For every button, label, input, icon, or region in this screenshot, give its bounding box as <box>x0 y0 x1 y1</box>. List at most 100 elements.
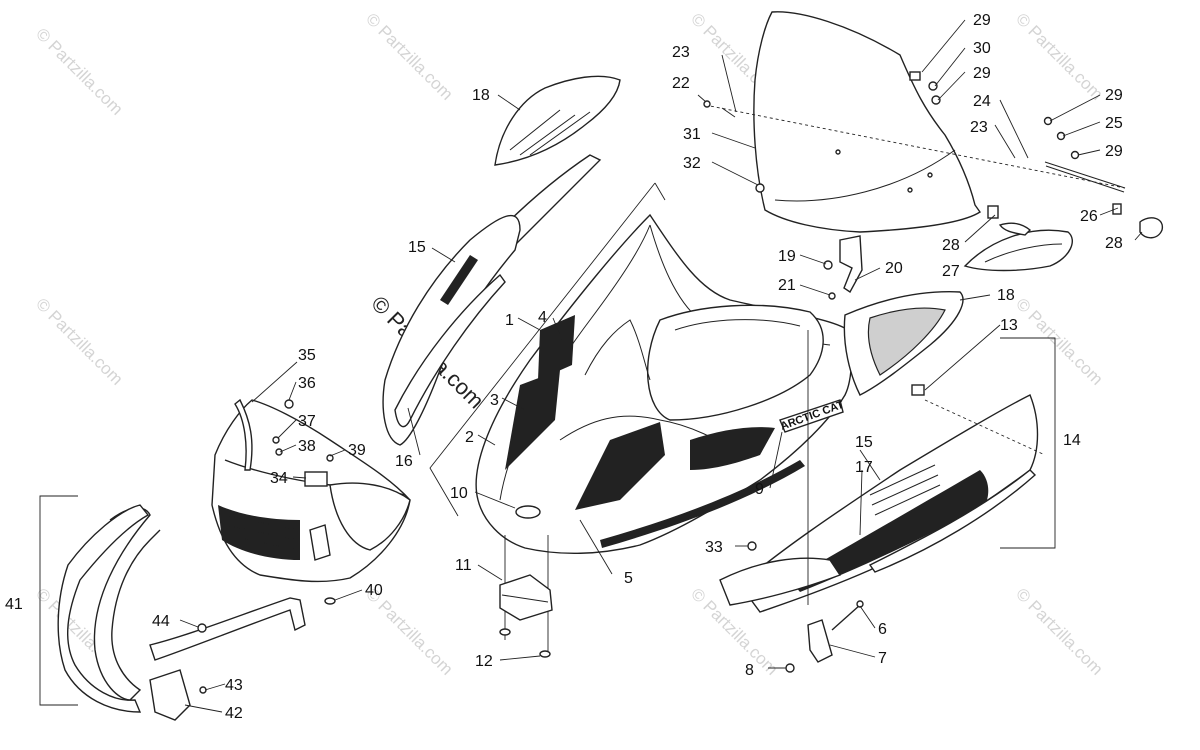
side-panel-slats <box>869 464 941 516</box>
side-vent-slats <box>509 109 591 156</box>
callout-36: 36 <box>298 375 316 392</box>
leader-line <box>1062 121 1101 137</box>
leader-line <box>999 99 1029 159</box>
windshield-rod <box>704 104 1126 189</box>
bumper-mount <box>149 597 306 661</box>
callout-29d: 29 <box>1105 143 1123 160</box>
hood-vent <box>505 370 560 470</box>
group-bracket-14 <box>1000 337 1056 549</box>
fastener <box>931 95 941 105</box>
hood-decal-plate <box>779 399 844 433</box>
leader-line <box>799 284 831 296</box>
leader-line <box>552 317 563 341</box>
hood-bracket-line <box>429 182 656 517</box>
callout-16: 16 <box>395 453 413 470</box>
leader-lines <box>179 19 1143 713</box>
fastener <box>909 71 921 81</box>
bumper <box>93 507 161 701</box>
callout-18b: 18 <box>997 287 1015 304</box>
nose-side <box>329 482 411 551</box>
callout-29a: 29 <box>973 12 991 29</box>
leader-line <box>501 397 526 411</box>
fastener <box>284 399 294 409</box>
fastener <box>1043 116 1053 126</box>
hood-inner-panel <box>584 319 651 381</box>
knob <box>1139 217 1164 239</box>
windshield <box>753 11 981 233</box>
leader-line <box>477 564 503 581</box>
fastener <box>197 623 207 633</box>
callout-33: 33 <box>705 539 723 556</box>
callout-13: 13 <box>1000 317 1018 334</box>
leader-line <box>579 519 613 575</box>
hinge-nut <box>539 650 551 658</box>
callout-20: 20 <box>885 260 903 277</box>
hood-window <box>646 304 824 421</box>
callout-1: 1 <box>505 312 514 329</box>
side-trim-lower <box>394 273 506 428</box>
callout-12: 12 <box>475 653 493 670</box>
callout-19: 19 <box>778 248 796 265</box>
callout-14: 14 <box>1063 432 1081 449</box>
nose-strip <box>234 398 253 471</box>
leader-line <box>279 444 297 453</box>
leader-line <box>334 589 363 601</box>
panel-guide <box>924 399 1046 456</box>
callout-23b: 23 <box>970 119 988 136</box>
windshield-hole <box>835 149 841 155</box>
leader-line <box>179 619 199 628</box>
leader-line <box>964 214 996 243</box>
leader-line <box>1099 207 1119 216</box>
nut <box>785 663 795 673</box>
hood-vent <box>538 315 575 380</box>
hood-bracket-line <box>654 182 666 201</box>
callout-35: 35 <box>298 347 316 364</box>
leader-line <box>497 94 521 111</box>
side-trim-grille <box>440 255 478 305</box>
leader-line <box>329 449 346 457</box>
bumper-bar <box>57 504 150 713</box>
lower-hardware <box>747 541 864 673</box>
fastener <box>755 183 765 193</box>
nut <box>823 260 833 270</box>
callout-labels: 1 2 3 4 5 6 7 8 9 10 11 12 13 14 15 15 1… <box>5 12 1123 722</box>
callout-15a: 15 <box>408 239 426 256</box>
callout-24: 24 <box>973 93 991 110</box>
leader-line <box>859 469 863 536</box>
windshield-inner-line <box>774 149 956 202</box>
hood-stripe <box>600 460 805 548</box>
leader-line <box>431 247 456 263</box>
bolt-head <box>856 600 864 608</box>
hood-vent <box>575 422 665 510</box>
callout-39: 39 <box>348 442 366 459</box>
leader-line <box>1134 231 1143 241</box>
leader-line <box>204 683 226 691</box>
fastener <box>747 541 757 551</box>
hinge-assembly <box>499 535 553 658</box>
bracket-small <box>807 619 833 663</box>
hinge-plate <box>499 574 553 621</box>
watermark-text: © Partzilla.com <box>1012 294 1106 388</box>
callout-7: 7 <box>878 650 887 667</box>
watermark-text: © Partzilla.com <box>1012 9 1106 103</box>
callout-44: 44 <box>152 613 170 630</box>
leader-line <box>499 655 541 661</box>
leader-line <box>711 161 759 186</box>
side-panel-right-mesh <box>790 470 989 592</box>
left-side-panels <box>382 75 621 446</box>
callout-15b: 15 <box>855 434 873 451</box>
leader-line <box>711 132 756 149</box>
bolt <box>831 604 861 631</box>
hood-vent <box>690 427 775 470</box>
clip <box>911 384 925 396</box>
callout-43: 43 <box>225 677 243 694</box>
leader-line <box>292 476 307 479</box>
deflector-left-edge <box>984 243 1063 263</box>
leader-line <box>288 381 297 401</box>
callout-28a: 28 <box>942 237 960 254</box>
leader-line <box>959 294 991 301</box>
callout-3: 3 <box>490 392 499 409</box>
nose-assembly <box>211 398 411 605</box>
side-vent-top <box>494 75 621 166</box>
